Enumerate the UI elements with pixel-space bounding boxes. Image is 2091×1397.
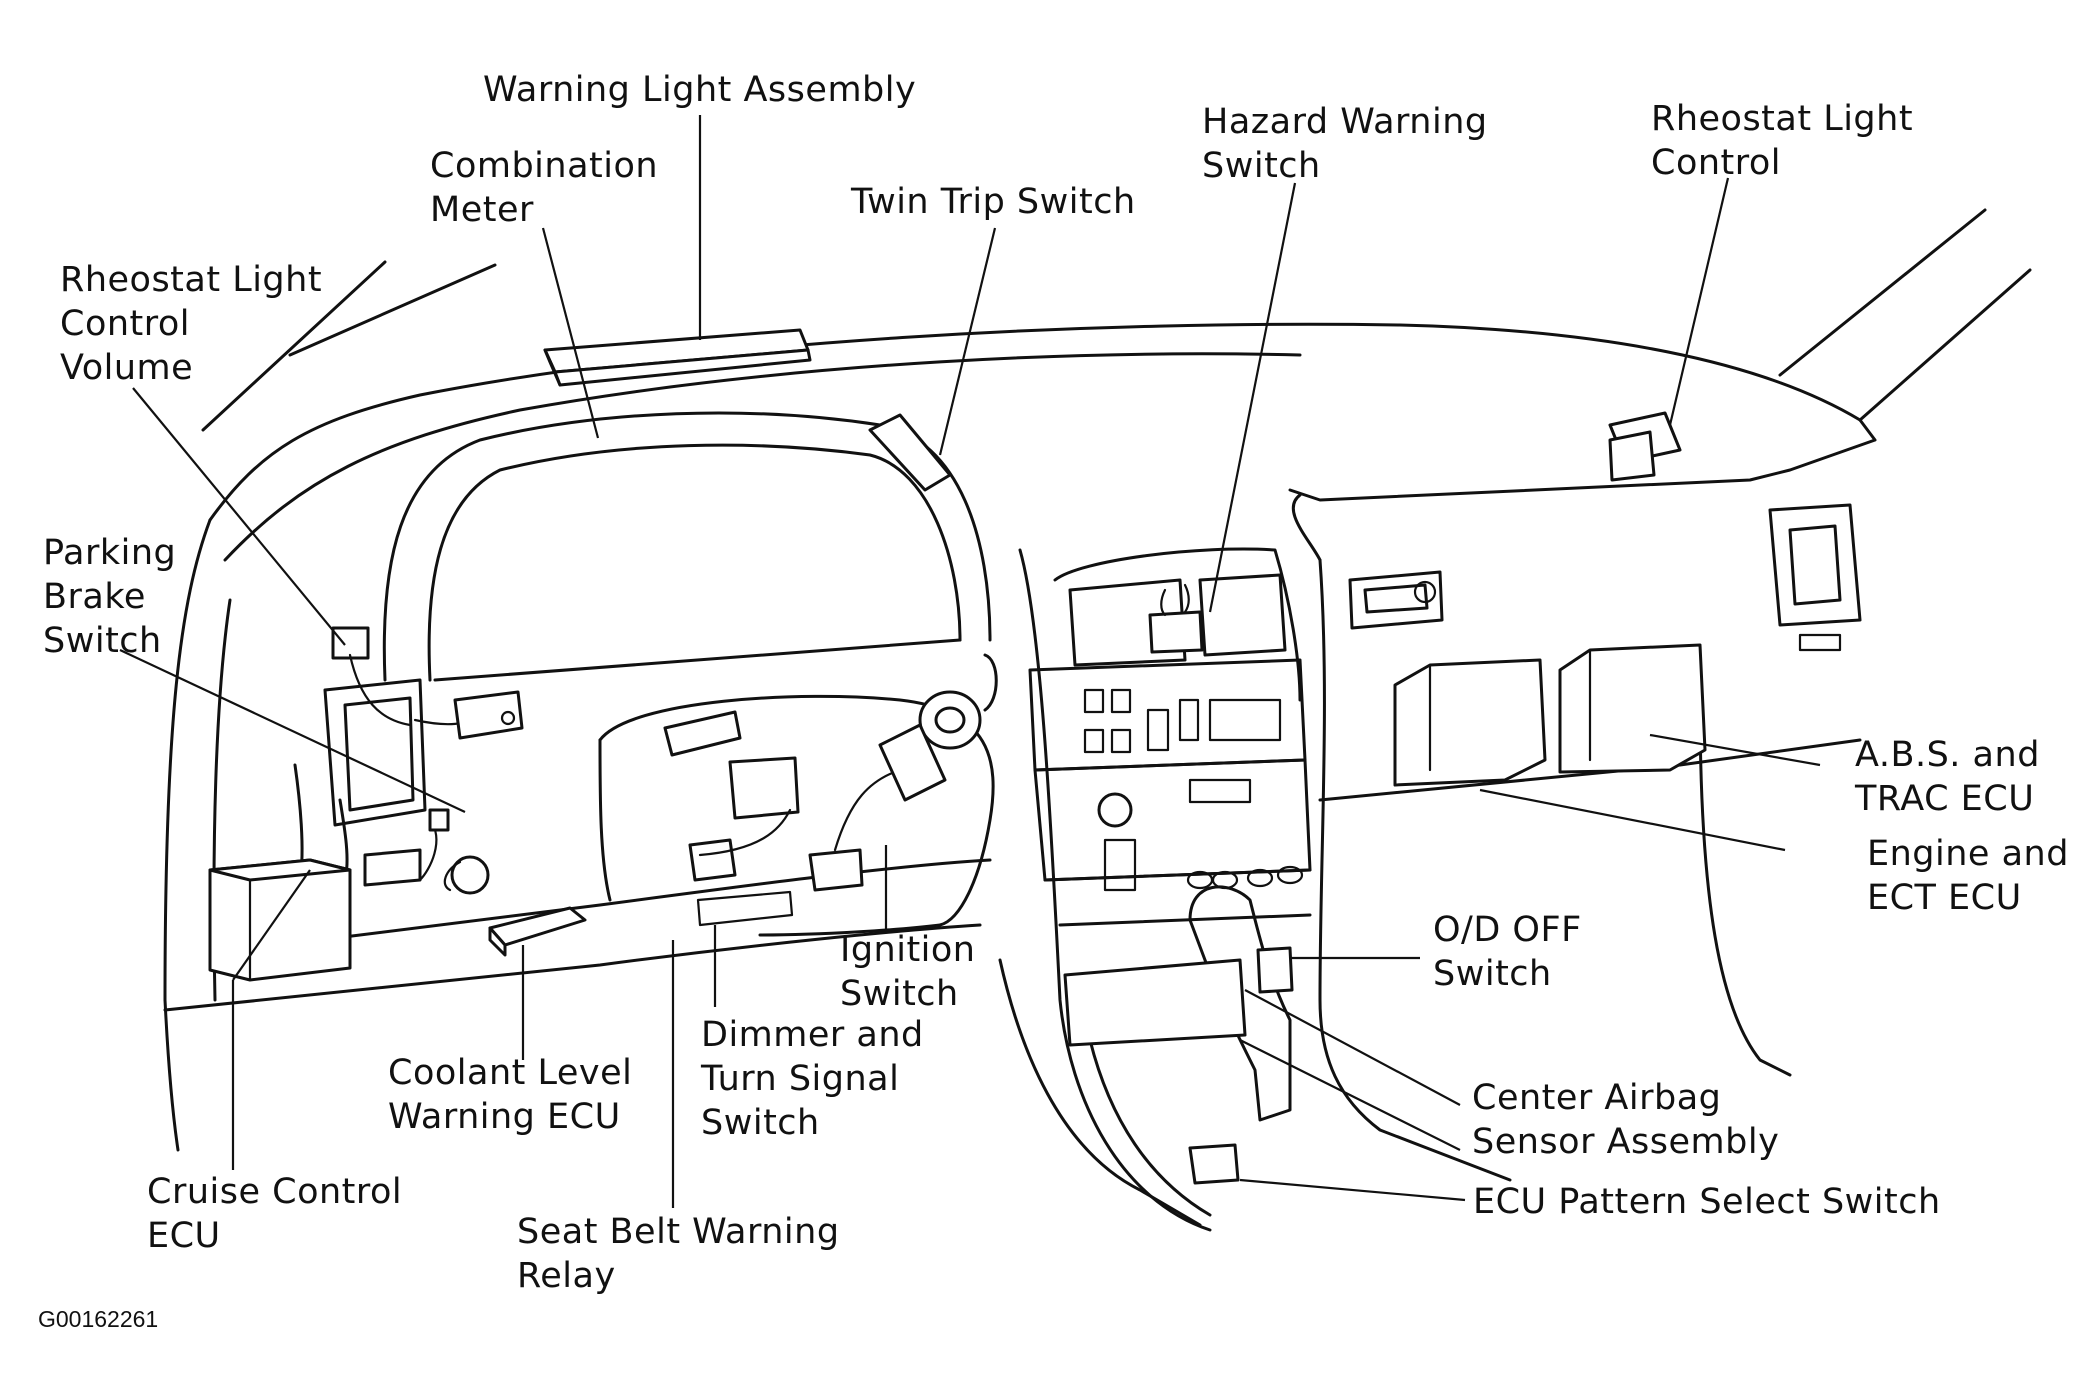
label-combination-meter-line1: Combination xyxy=(430,146,659,186)
left-components xyxy=(208,626,587,982)
label-rheostat-right-line2: Control xyxy=(1651,143,1782,183)
instrument-cluster xyxy=(382,328,998,712)
label-seat-belt-line2: Relay xyxy=(517,1256,616,1296)
leader-lines xyxy=(119,115,1821,1208)
label-coolant-line1: Coolant Level xyxy=(388,1053,633,1093)
label-combination-meter-line2: Meter xyxy=(430,190,534,230)
label-center-airbag-line2: Sensor Assembly xyxy=(1472,1122,1780,1162)
label-twin-trip-switch: Twin Trip Switch xyxy=(851,182,1136,222)
steering-column-components xyxy=(663,690,982,927)
label-rheostat-left-line3: Volume xyxy=(60,348,194,388)
label-engine-ect-line1: Engine and xyxy=(1867,834,2069,874)
label-rheostat-left-line1: Rheostat Light xyxy=(60,260,323,300)
label-parking-brake-line1: Parking xyxy=(43,533,177,573)
label-rheostat-left-line2: Control xyxy=(60,304,191,344)
label-center-airbag-line1: Center Airbag xyxy=(1472,1078,1722,1118)
label-coolant-line2: Warning ECU xyxy=(388,1097,621,1137)
label-dimmer-line3: Switch xyxy=(701,1103,820,1143)
label-rheostat-right-line1: Rheostat Light xyxy=(1651,99,1914,139)
label-hazard-warning-line1: Hazard Warning xyxy=(1202,102,1488,142)
label-hazard-warning-line2: Switch xyxy=(1202,146,1321,186)
figure-code: G00162261 xyxy=(38,1306,159,1332)
label-ignition-line2: Switch xyxy=(840,974,959,1014)
center-stack xyxy=(1028,547,1312,1185)
windshield-lines xyxy=(201,208,2032,432)
label-parking-brake-line3: Switch xyxy=(43,621,162,661)
right-components xyxy=(1348,411,1862,787)
label-dimmer-line1: Dimmer and xyxy=(701,1015,924,1055)
label-seat-belt-line1: Seat Belt Warning xyxy=(517,1212,840,1252)
label-abs-trac-line1: A.B.S. and xyxy=(1855,735,2040,775)
label-dimmer-line2: Turn Signal xyxy=(701,1059,900,1099)
label-od-off-line2: Switch xyxy=(1433,954,1552,994)
label-ecu-pattern-select-switch: ECU Pattern Select Switch xyxy=(1473,1182,1941,1222)
label-ignition-line1: Ignition xyxy=(840,930,976,970)
label-warning-light-assembly: Warning Light Assembly xyxy=(483,70,917,110)
label-cruise-control-line2: ECU xyxy=(147,1216,221,1256)
label-cruise-control-line1: Cruise Control xyxy=(147,1172,403,1212)
label-od-off-line1: O/D OFF xyxy=(1433,910,1582,950)
label-abs-trac-line2: TRAC ECU xyxy=(1855,779,2035,819)
label-parking-brake-line2: Brake xyxy=(43,577,146,617)
label-engine-ect-line2: ECT ECU xyxy=(1867,878,2022,918)
